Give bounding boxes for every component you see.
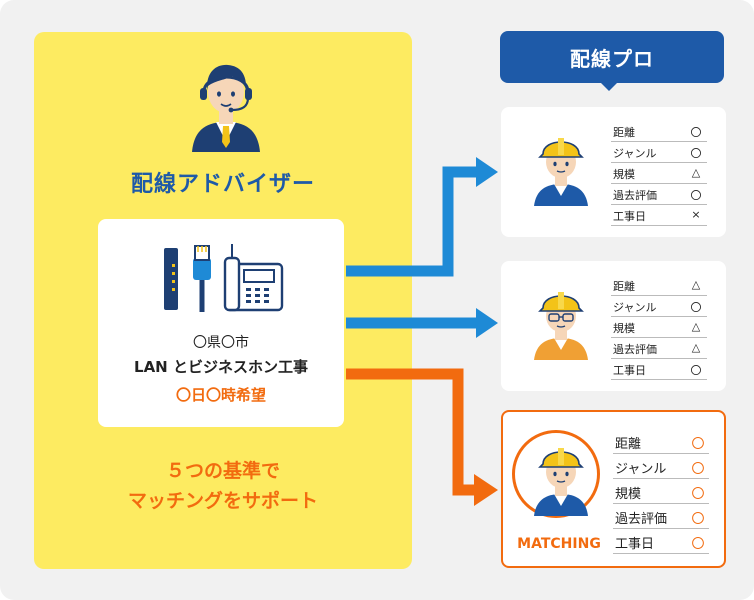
criteria-table-matching: 距離〇 ジャンル〇 規模〇 過去評価〇 工事日〇 [613,429,709,554]
worker-helmet-icon [534,292,588,360]
criteria-row: 工事日 × [611,205,707,226]
request-place: 〇県〇市 [193,335,249,351]
criteria-label: 過去評価 [613,189,657,202]
pro-header [500,31,724,83]
criteria-row: 規模 △ [611,317,707,338]
pro-title: 配線プロ [570,47,654,71]
criteria-label: 工事日 [615,537,655,552]
criteria-label: 工事日 [613,364,646,377]
worker-helmet-icon [534,448,588,516]
criteria-row: 過去評価 △ [611,338,707,359]
criteria-row: 過去評価 〇 [613,504,709,529]
criteria-mark: 〇 [691,537,705,552]
criteria-row: ジャンル 〇 [611,296,707,317]
arrow-to-pro-2 [346,308,498,338]
criteria-label: 規模 [615,487,642,502]
criteria-mark: 〇 [690,147,702,160]
criteria-mark: 〇 [690,126,702,139]
criteria-label: 過去評価 [613,343,657,356]
advisor-headset-icon [192,64,260,152]
matching-label: MATCHING [517,536,601,552]
criteria-row: 規模 〇 [613,479,709,504]
pro-card-2 [501,261,726,391]
arrow-to-pro-1 [346,157,498,277]
criteria-label: 距離 [613,280,635,293]
criteria-note-line1: ５つの基準で [165,460,280,482]
criteria-note-line2: マッチングをサポート [127,490,318,512]
request-work: LAN とビジネスホン工事 [134,358,308,376]
criteria-mark: △ [691,320,701,333]
criteria-mark: △ [691,166,701,179]
pro-card-matching [501,410,726,568]
criteria-label: 距離 [615,437,642,452]
criteria-mark: 〇 [691,462,705,477]
criteria-table-1: 距離〇 ジャンル〇 規模△ 過去評価〇 工事日× [611,121,707,226]
criteria-label: 規模 [613,168,635,181]
pro-card-1 [501,107,726,237]
criteria-mark: 〇 [691,437,705,452]
criteria-note: ５つの基準で マッチングをサポート [34,456,412,516]
criteria-mark: △ [691,278,701,291]
criteria-label: 工事日 [613,210,646,223]
criteria-mark: × [691,208,701,221]
criteria-mark: 〇 [691,512,705,527]
arrow-to-pro-3 [346,368,498,506]
criteria-mark: △ [691,341,701,354]
business-phone-icon [223,244,284,312]
device-illustration [164,244,284,312]
criteria-mark: 〇 [690,364,702,377]
criteria-row: 距離 〇 [613,429,709,454]
criteria-label: ジャンル [615,462,667,477]
criteria-label: 規模 [613,322,635,335]
criteria-row: ジャンル 〇 [613,454,709,479]
criteria-label: ジャンル [613,147,657,160]
criteria-row: 距離 〇 [611,121,707,142]
request-card [98,219,344,427]
matching-ring [512,430,600,518]
criteria-row: 距離 △ [611,275,707,296]
criteria-mark: 〇 [690,301,702,314]
criteria-row: 過去評価 〇 [611,184,707,205]
router-icon [164,248,178,310]
criteria-label: 距離 [613,126,635,139]
criteria-label: ジャンル [613,301,657,314]
criteria-row: ジャンル 〇 [611,142,707,163]
criteria-row: 規模 △ [611,163,707,184]
pro-header-pointer [600,82,618,91]
criteria-row: 工事日 〇 [613,529,709,554]
criteria-mark: 〇 [690,189,702,202]
lan-cable-icon [193,245,211,312]
advisor-title: 配線アドバイザー [130,172,315,197]
criteria-table-2: 距離△ ジャンル〇 規模△ 過去評価△ 工事日〇 [611,275,707,380]
criteria-mark: 〇 [691,487,705,502]
request-date: 〇日〇時希望 [175,386,266,404]
criteria-label: 過去評価 [615,512,668,527]
criteria-row: 工事日 〇 [611,359,707,380]
worker-helmet-icon [534,138,588,206]
